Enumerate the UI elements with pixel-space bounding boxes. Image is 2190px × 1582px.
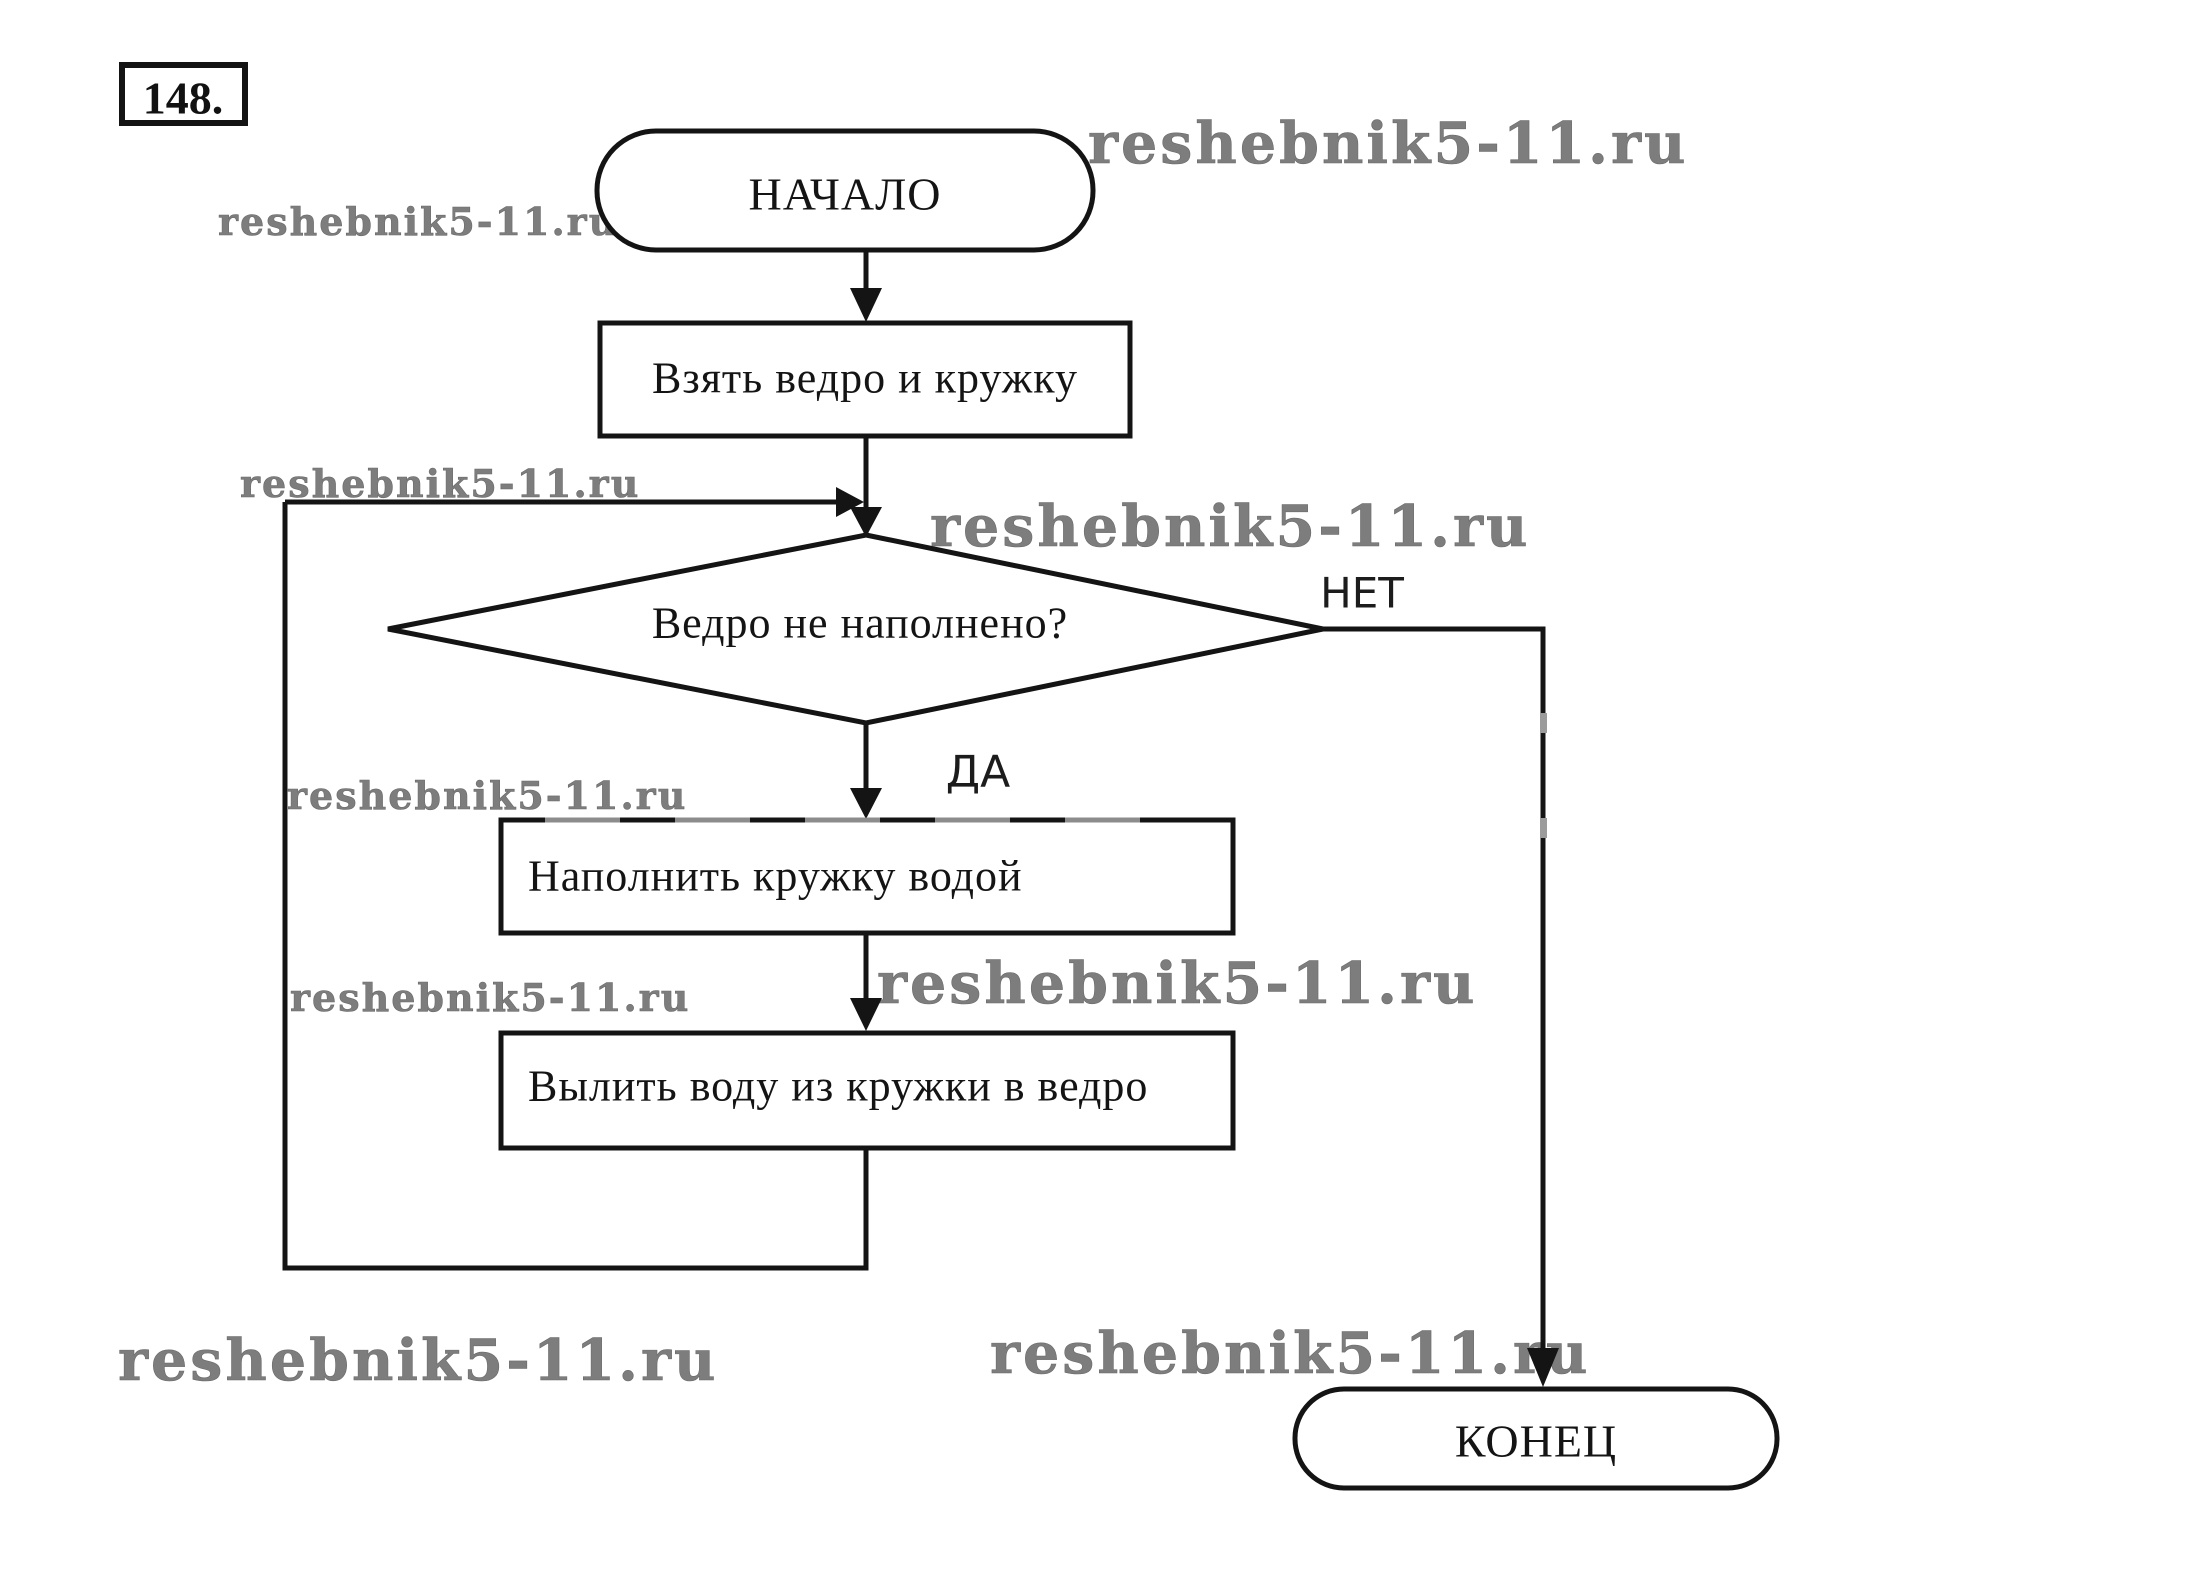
step2-box bbox=[498, 817, 1236, 936]
watermark-left-above-decision: reshebnik5-11.ru bbox=[240, 461, 640, 506]
watermark-between-steps: reshebnik5-11.ru bbox=[877, 950, 1478, 1017]
problem-number-box bbox=[119, 62, 248, 126]
scan-artifact-dash-2 bbox=[1540, 818, 1547, 838]
start-terminal bbox=[594, 128, 1096, 253]
watermark-right-of-decision: reshebnik5-11.ru bbox=[930, 493, 1531, 560]
end-terminal bbox=[1292, 1386, 1780, 1491]
arrowhead-start-to-step1 bbox=[850, 288, 882, 322]
problem-number: 148. bbox=[143, 73, 224, 124]
watermark-bottom-right: reshebnik5-11.ru bbox=[990, 1320, 1591, 1387]
loop-return-arrowhead bbox=[836, 487, 864, 517]
loop-path bbox=[282, 502, 869, 1271]
end-terminal-label: КОНЕЦ bbox=[1455, 1416, 1617, 1467]
step3-label: Вылить воду из кружки в ведро bbox=[528, 1062, 1148, 1111]
no-branch-label: НЕТ bbox=[1320, 569, 1404, 618]
step1-label: Взять ведро и кружку bbox=[652, 354, 1078, 403]
watermark-bottom-left: reshebnik5-11.ru bbox=[118, 1327, 719, 1394]
arrowhead-step2-to-step3 bbox=[850, 998, 882, 1031]
watermark-above-step2: reshebnik5-11.ru bbox=[287, 773, 687, 818]
yes-branch-label: ДА bbox=[946, 747, 1010, 798]
start-terminal-label: НАЧАЛО bbox=[749, 169, 942, 220]
decision-label: Ведро не наполнено? bbox=[652, 599, 1068, 648]
arrowhead-into-decision bbox=[850, 507, 882, 537]
step2-label: Наполнить кружку водой bbox=[528, 852, 1023, 901]
step3-box bbox=[498, 1030, 1236, 1151]
watermark-above-step3: reshebnik5-11.ru bbox=[290, 975, 690, 1020]
watermark-top-right: reshebnik5-11.ru bbox=[1088, 110, 1689, 177]
arrowhead-into-end bbox=[1527, 1348, 1559, 1387]
scan-artifact-dash-1 bbox=[1540, 713, 1547, 733]
watermark-top-left: reshebnik5-11.ru bbox=[218, 199, 618, 244]
no-branch-line bbox=[1323, 626, 1546, 1350]
arrowhead-decision-to-step2 bbox=[850, 788, 882, 819]
